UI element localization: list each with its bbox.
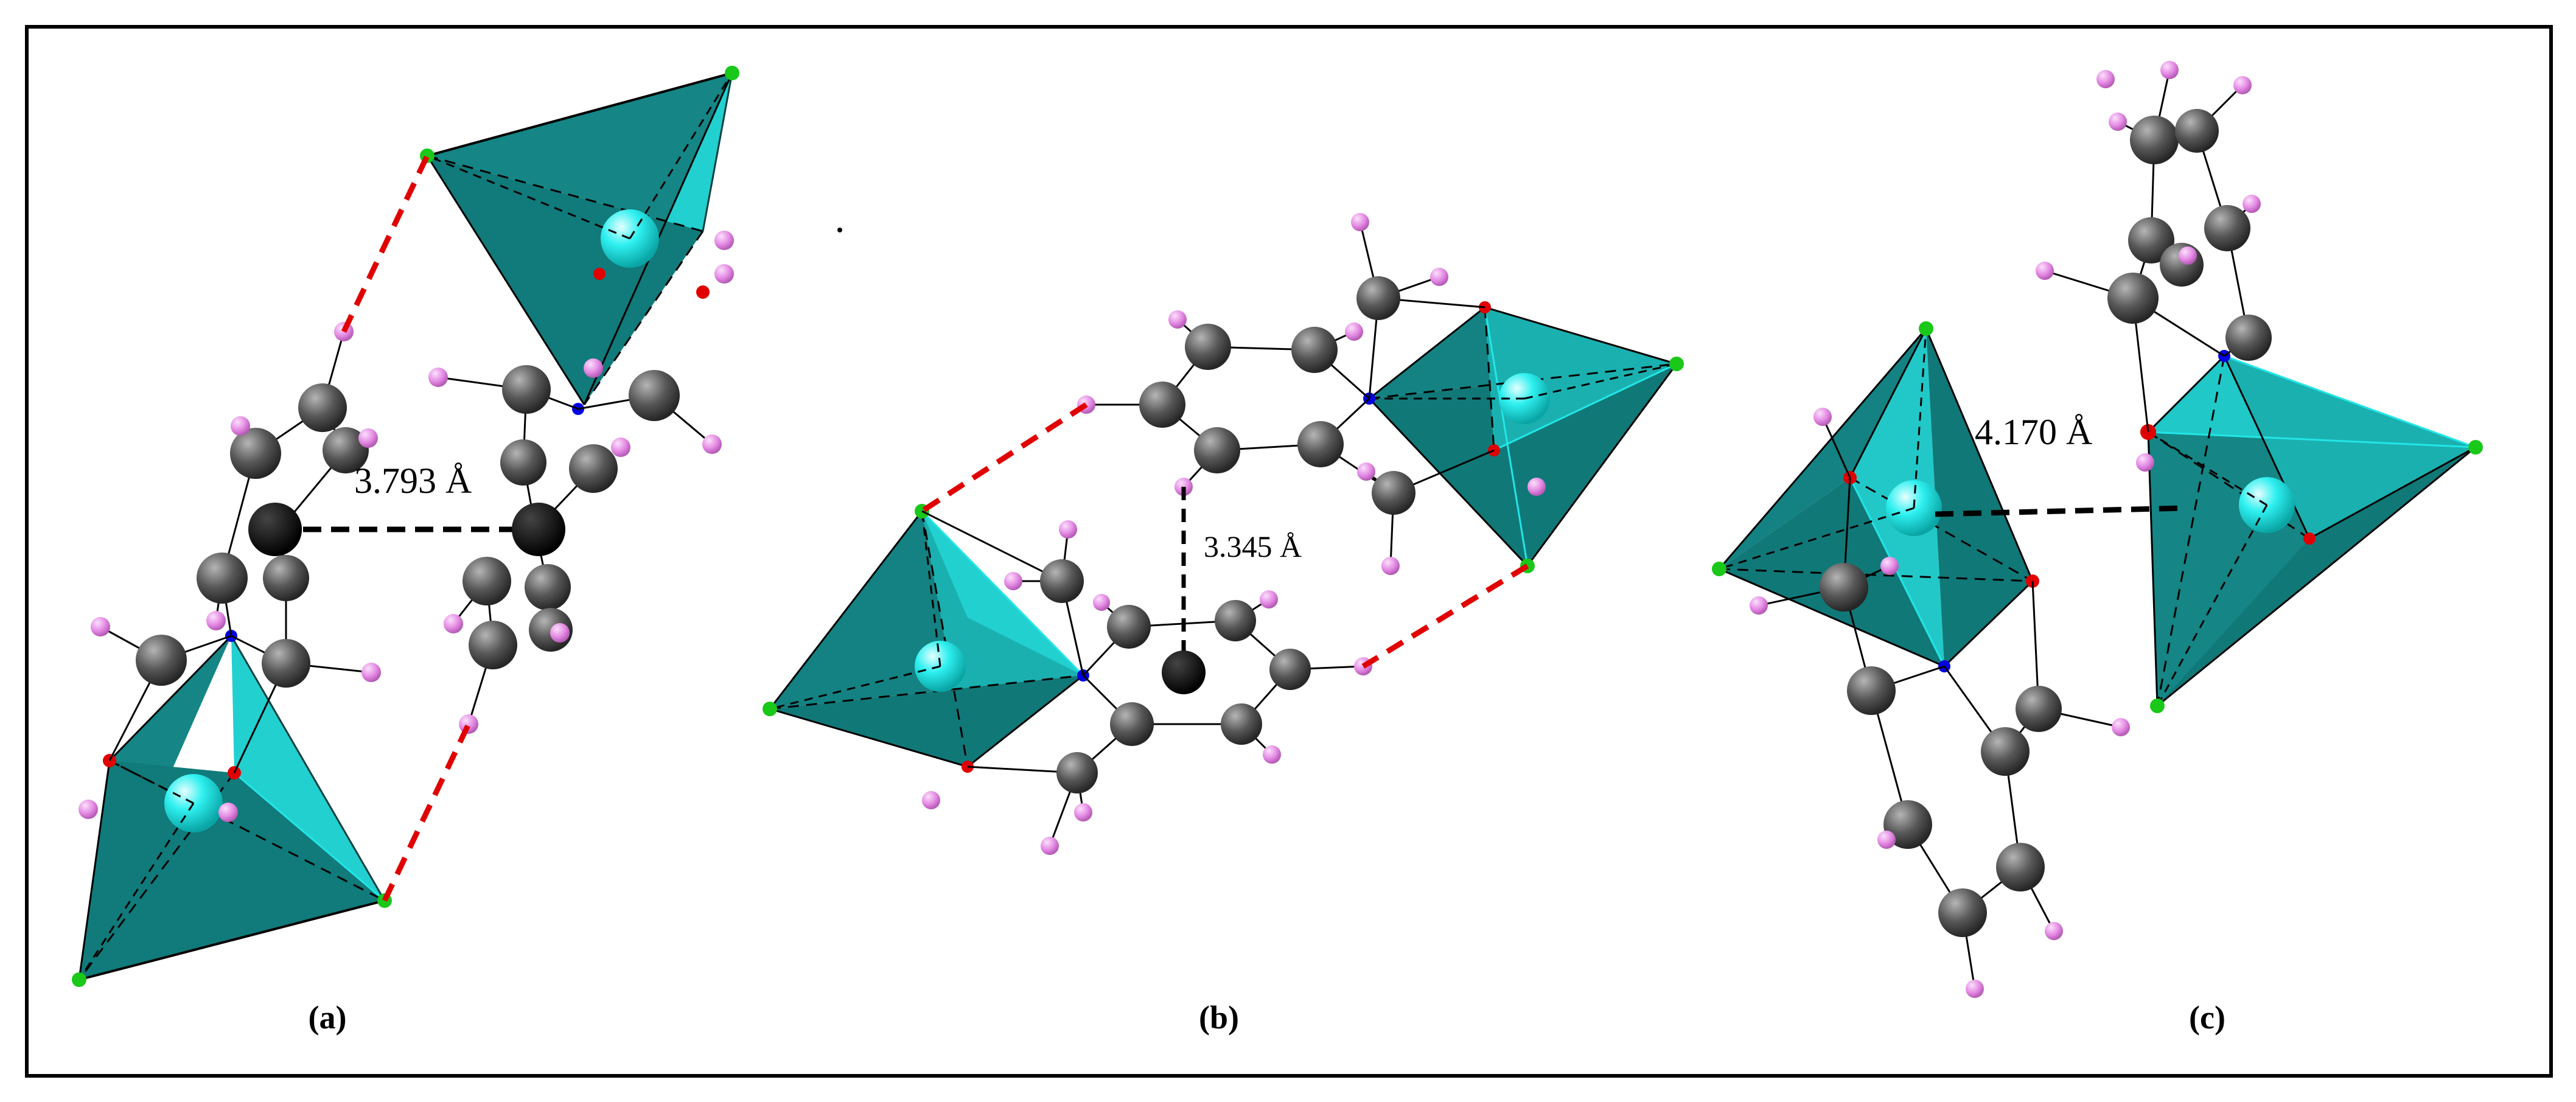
chlorine-atom [1712,562,1726,576]
ring-b-lower [921,510,1372,855]
hbond-line [1361,563,1529,669]
tetrahedron-b-left [763,504,1089,773]
panel-a: 3.793 Å (a) [72,66,739,1036]
ring-centroid [248,503,302,556]
ring-b-upper [1077,213,1546,575]
oxygen-atom [593,268,606,280]
hbond-line [341,155,430,333]
tetrahedron-b-right [1363,301,1684,573]
tetrahedron-c-left [1712,321,2039,672]
ring-centroid [512,503,565,556]
chlorine-atom [1669,357,1684,371]
figure-frame [25,25,2553,1078]
panel-label-a: (a) [309,999,347,1036]
ring-c-upper [2036,61,2272,472]
tetrahedron-a-lower [72,630,392,987]
ring-centroid [1162,650,1206,694]
chlorine-atom [1919,321,1933,336]
oxygen-atom [696,285,710,299]
o-pi-contact-line-c [1935,505,2185,517]
chlorine-atom [72,972,86,987]
panel-b: 3.345 Å (b) [763,213,1684,1036]
chlorine-atom [763,702,777,716]
tetrahedron-c-right [2140,350,2483,713]
ring-a-right [428,231,734,734]
chlorine-atom [725,66,739,80]
hbond-line [920,402,1088,514]
oxygen-atom [2303,532,2316,545]
chlorine-atom [2468,440,2483,455]
panel-label-b: (b) [1199,999,1239,1036]
distance-label-a: 3.793 Å [354,461,472,501]
panel-c: 4.170 Å (c) [1712,61,2483,1036]
tetrahedron-a-upper [420,66,739,415]
distance-label-c: 4.170 Å [1975,412,2092,452]
distance-label-b: 3.345 Å [1204,529,1302,563]
panel-label-c: (c) [2189,999,2225,1036]
ring-c-lower [1750,408,2130,998]
chlorine-atom [2150,699,2165,713]
stray-dot [837,228,842,232]
hbond-line [382,723,472,902]
